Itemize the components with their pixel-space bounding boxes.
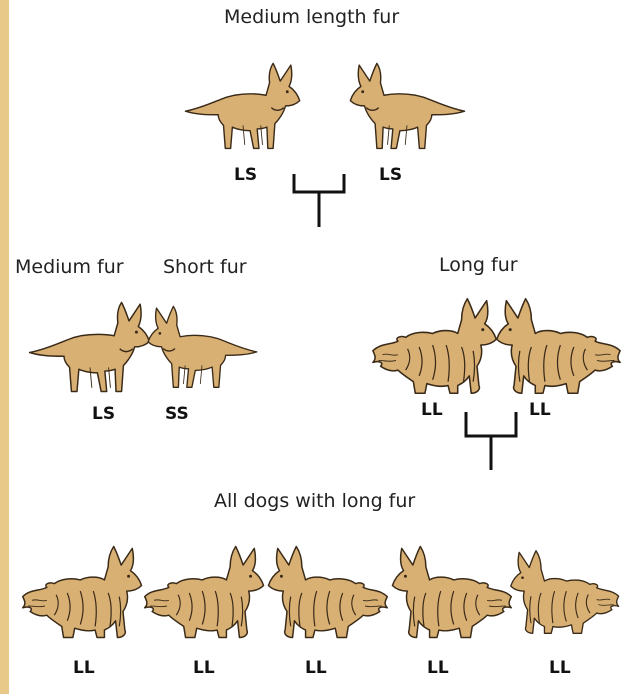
long-fur-right-genotype: LL <box>529 400 551 420</box>
short-fur-genotype: SS <box>165 404 189 424</box>
diagram-canvas: Medium length fur LS LS Medium fur Short… <box>9 0 623 694</box>
short-fur-label: Short fur <box>163 256 247 278</box>
pup-1-genotype: LL <box>73 658 95 678</box>
long-fur-label: Long fur <box>439 254 518 276</box>
long-fur-pup-5 <box>504 538 622 646</box>
pup-3-genotype: LL <box>305 658 327 678</box>
long-fur-pup-2 <box>141 538 271 646</box>
pup-5-genotype: LL <box>549 658 571 678</box>
parent-right-genotype: LS <box>379 165 402 185</box>
long-fur-left-genotype: LL <box>421 400 443 420</box>
short-fur-dog <box>143 290 261 402</box>
pup-4-genotype: LL <box>427 658 449 678</box>
parents-title: Medium length fur <box>224 6 399 28</box>
medium-fur-genotype: LS <box>92 404 115 424</box>
cross-symbol-parents <box>289 172 349 230</box>
long-fur-pup-3 <box>261 538 391 646</box>
long-fur-pup-4 <box>385 538 515 646</box>
long-fur-dog-left <box>369 292 504 400</box>
cross-symbol-long <box>461 410 521 472</box>
pup-2-genotype: LL <box>193 658 215 678</box>
medium-fur-dog <box>25 290 155 402</box>
long-fur-pup-1 <box>19 538 149 646</box>
parent-dog-left <box>181 50 305 160</box>
medium-fur-label: Medium fur <box>15 256 124 278</box>
grand-offspring-title: All dogs with long fur <box>214 490 415 512</box>
long-fur-dog-right <box>489 292 623 400</box>
parent-left-genotype: LS <box>234 165 257 185</box>
parent-dog-right <box>345 50 469 160</box>
